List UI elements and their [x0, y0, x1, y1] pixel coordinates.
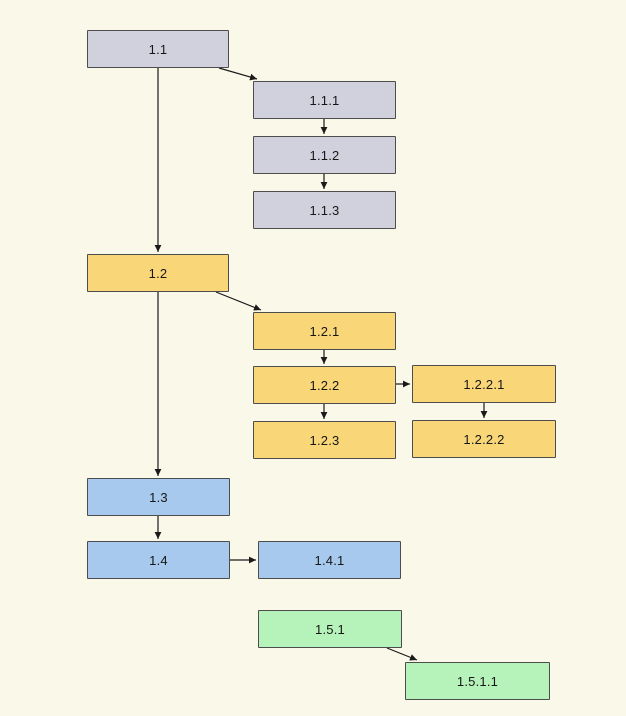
node-1-4-1[interactable]: 1.4.1 [258, 541, 401, 579]
node-label: 1.1.2 [309, 147, 340, 163]
node-label: 1.4.1 [314, 552, 345, 568]
node-label: 1.2.1 [309, 323, 340, 339]
node-1-2-3[interactable]: 1.2.3 [253, 421, 396, 459]
node-1-3[interactable]: 1.3 [87, 478, 230, 516]
node-label: 1.4 [149, 552, 168, 568]
node-label: 1.2.3 [309, 432, 340, 448]
node-label: 1.3 [149, 489, 168, 505]
node-label: 1.1.3 [309, 202, 340, 218]
node-label: 1.5.1.1 [456, 673, 499, 689]
node-1-2-1[interactable]: 1.2.1 [253, 312, 396, 350]
node-1-5-1-1[interactable]: 1.5.1.1 [405, 662, 550, 700]
node-1-2-2-2[interactable]: 1.2.2.2 [412, 420, 556, 458]
node-label: 1.1.1 [309, 92, 340, 108]
node-label: 1.2.2.2 [463, 431, 505, 447]
node-label: 1.5.1 [315, 621, 345, 637]
node-label: 1.2 [148, 265, 168, 281]
node-label: 1.2.2.1 [463, 376, 505, 392]
node-label: 1.1 [148, 41, 168, 57]
node-1-2-2[interactable]: 1.2.2 [253, 366, 396, 404]
node-1-5-1[interactable]: 1.5.1 [258, 610, 402, 648]
node-1-1-3[interactable]: 1.1.3 [253, 191, 396, 229]
node-1-4[interactable]: 1.4 [87, 541, 230, 579]
node-label: 1.2.2 [309, 377, 340, 393]
node-1-1-2[interactable]: 1.1.2 [253, 136, 396, 174]
node-1-1[interactable]: 1.1 [87, 30, 229, 68]
node-1-2[interactable]: 1.2 [87, 254, 229, 292]
node-1-2-2-1[interactable]: 1.2.2.1 [412, 365, 556, 403]
node-1-1-1[interactable]: 1.1.1 [253, 81, 396, 119]
